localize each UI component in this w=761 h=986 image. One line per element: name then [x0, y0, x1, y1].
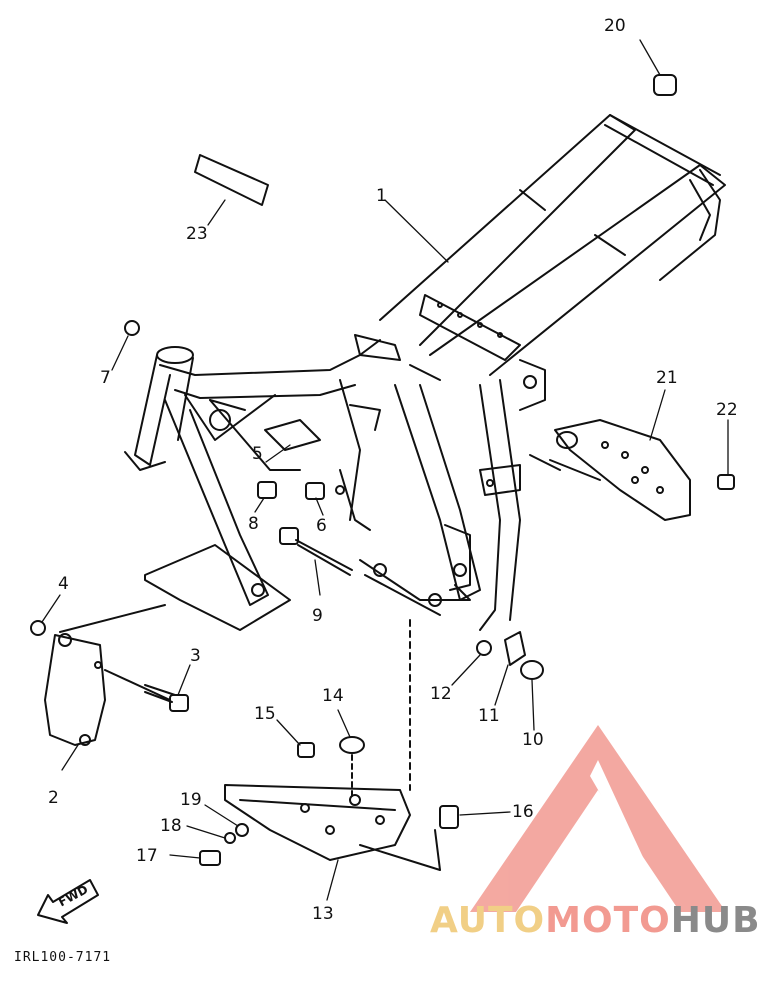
leader-line [434, 829, 441, 871]
plate-part-23 [194, 154, 269, 206]
callout-part-1: 1 [376, 186, 387, 206]
callout-part-21: 21 [656, 368, 678, 388]
nut-part-20 [653, 74, 677, 96]
bolt-part-22 [717, 474, 735, 490]
watermark-hub: HUB [670, 900, 761, 941]
grommet-part-14 [339, 736, 365, 754]
callout-part-9: 9 [312, 606, 323, 626]
callout-part-10: 10 [522, 730, 544, 750]
watermark-logo [470, 725, 726, 912]
engine-bracket-left [44, 633, 106, 746]
watermark-moto: MOTO [545, 900, 671, 941]
callout-part-23: 23 [186, 224, 208, 244]
leader-line [59, 604, 166, 633]
leader-line [549, 459, 601, 481]
main-frame [124, 114, 726, 631]
callout-part-12: 12 [430, 684, 452, 704]
engine-mount-outline [144, 544, 291, 631]
callout-part-22: 22 [716, 400, 738, 420]
bolt-part-16 [439, 805, 459, 829]
bolt-part-6 [305, 482, 325, 500]
callout-part-6: 6 [316, 516, 327, 536]
collar-part-10 [520, 660, 544, 680]
callout-part-20: 20 [604, 16, 626, 36]
bolt-part-3 [144, 684, 189, 712]
callout-part-14: 14 [322, 686, 344, 706]
bolt-part-17 [199, 850, 221, 866]
nut-part-7 [124, 320, 140, 336]
leader-line [359, 844, 441, 871]
diagram-code: IRL100-7171 [14, 950, 112, 965]
nut-part-4 [30, 620, 46, 636]
callout-part-18: 18 [160, 816, 182, 836]
callout-part-19: 19 [180, 790, 202, 810]
callout-part-13: 13 [312, 904, 334, 924]
clip-part-11 [504, 631, 526, 666]
callout-part-5: 5 [252, 444, 263, 464]
washer-part-19 [235, 823, 249, 837]
callout-part-7: 7 [100, 368, 111, 388]
callout-leaders [41, 39, 729, 901]
callout-part-11: 11 [478, 706, 500, 726]
bracket-part-21 [554, 419, 691, 521]
under-guard-part-13 [224, 784, 411, 861]
watermark-auto: AUTO [430, 900, 546, 941]
watermark-text: AUTOMOTOHUB [430, 900, 761, 941]
bolt-part-8 [257, 481, 277, 499]
callout-part-8: 8 [248, 514, 259, 534]
bracket-part-5 [264, 419, 321, 451]
callout-part-3: 3 [190, 646, 201, 666]
callout-part-16: 16 [512, 802, 534, 822]
callout-part-2: 2 [48, 788, 59, 808]
washer-part-18 [224, 832, 236, 844]
callout-part-17: 17 [136, 846, 158, 866]
bolt-part-15 [297, 742, 315, 758]
callout-part-4: 4 [58, 574, 69, 594]
through-bolt-part-9 [279, 527, 353, 576]
fwd-arrow-icon [37, 879, 99, 924]
leader-line [529, 454, 561, 471]
nut-part-12 [476, 640, 492, 656]
callout-part-15: 15 [254, 704, 276, 724]
